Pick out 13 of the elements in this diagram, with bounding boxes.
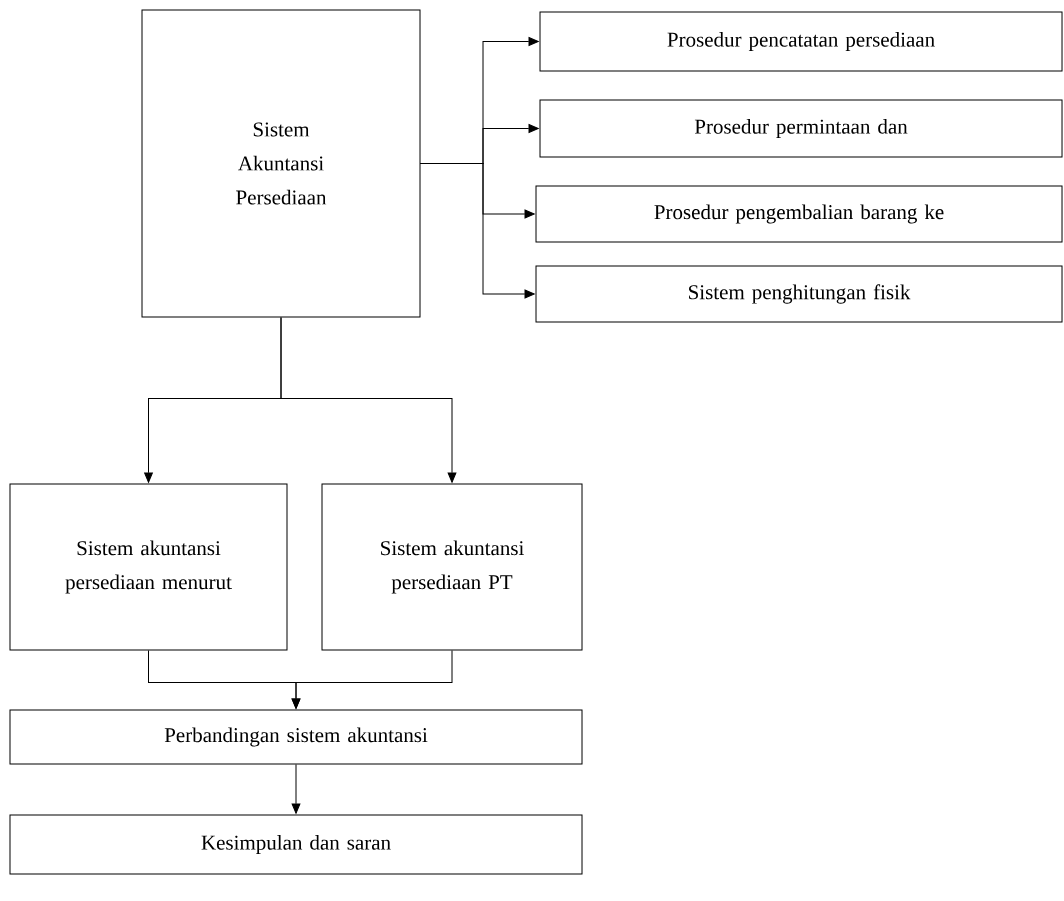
process-box: Prosedur pengembalian barang ke	[535, 185, 1063, 243]
process-box: Prosedur pencatatan persediaan	[539, 11, 1063, 72]
process-box: Sistem Akuntansi Persediaan	[141, 9, 421, 318]
process-box: Sistem penghitungan fisik	[535, 265, 1063, 323]
process-box: Sistem akuntansi persediaan PT	[321, 483, 583, 651]
process-box: Sistem akuntansi persediaan menurut	[9, 483, 288, 651]
arrow	[291, 764, 301, 814]
arrow	[280, 317, 457, 483]
process-box: Prosedur permintaan dan	[539, 99, 1063, 158]
process-box: Kesimpulan dan saran	[9, 814, 583, 875]
process-box: Perbandingan sistem akuntansi	[9, 709, 583, 765]
arrow	[291, 650, 453, 709]
arrow	[420, 163, 535, 299]
